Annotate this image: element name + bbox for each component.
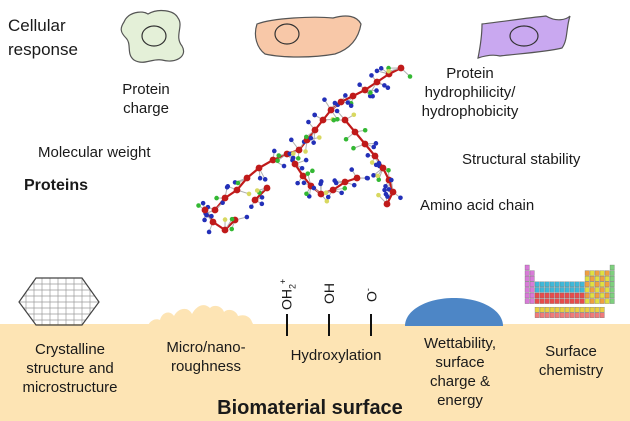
cell-orange-icon	[254, 15, 362, 58]
hydroxyl-stick-1	[286, 314, 288, 336]
oh-group: OH	[321, 283, 337, 304]
roughness-bumps-icon	[148, 305, 254, 326]
biomaterial-surface-title: Biomaterial surface	[217, 397, 403, 419]
hydroxyl-stick-2	[328, 314, 330, 336]
amino-acid-chain-label: Amino acid chain	[420, 197, 535, 214]
o-minus-group: O-	[363, 288, 380, 302]
hydroxyl-stick-3	[370, 314, 372, 336]
cell-green-icon	[120, 9, 185, 63]
oh2-plus-group: OH2+	[278, 278, 298, 310]
protein-molecule-icon	[196, 64, 413, 235]
structural-stability-label: Structural stability	[462, 151, 581, 168]
surface-chemistry-label: Surface chemistry	[538, 343, 604, 379]
water-drop-icon	[405, 298, 503, 326]
protein-charge-label: Protein charge	[122, 81, 170, 117]
periodic-table-icon	[524, 264, 615, 318]
roughness-label: Micro/nano- roughness	[166, 339, 246, 375]
protein-hydrophilicity-label: Protein hydrophilicity/ hydrophobicity	[421, 65, 519, 120]
proteins-label: Proteins	[24, 177, 89, 194]
hydroxylation-label: Hydroxylation	[290, 347, 382, 364]
crystalline-grid-icon	[18, 277, 100, 326]
crystalline-structure-label: Crystalline structure and microstructure	[22, 341, 118, 396]
cellular-response-label: Cellular response	[8, 16, 78, 59]
wettability-label: Wettability, surface charge & energy	[424, 335, 496, 409]
molecular-weight-label: Molecular weight	[38, 144, 151, 161]
biomaterial-surface-band	[0, 324, 630, 421]
cell-purple-icon	[477, 15, 571, 59]
